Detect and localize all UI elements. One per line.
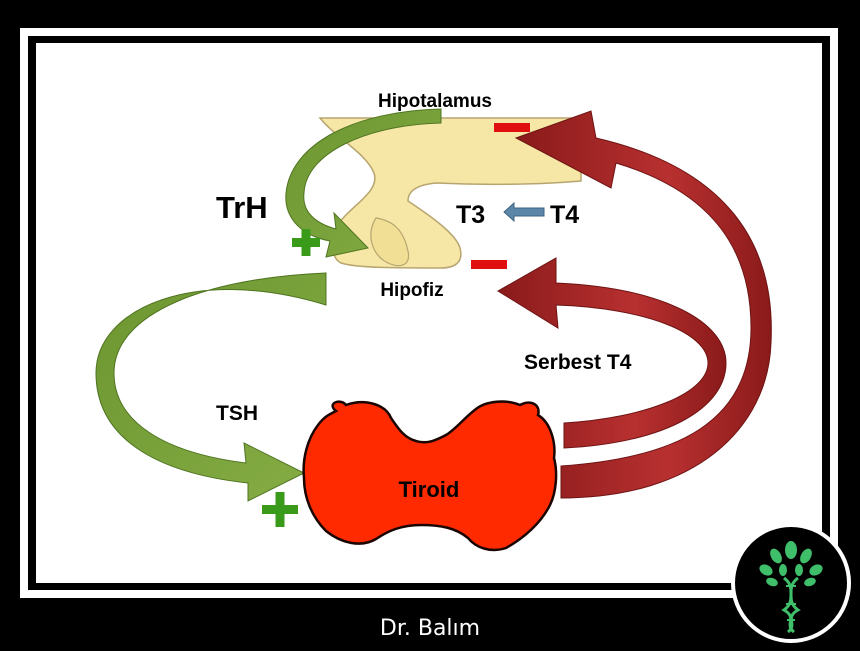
t4-label: T4 [550, 201, 579, 229]
thyroid-gland-shape [302, 400, 558, 552]
thyroid-label: Tiroid [399, 477, 460, 502]
t4-to-t3-arrow [503, 201, 545, 223]
hypothalamus-label: Hipotalamus [378, 91, 492, 112]
thyroid-axis-diagram: Hipotalamus Hipofiz TrH T3 T4 TSH Serbes… [95, 91, 772, 552]
minus-sign-hypothalamus [494, 123, 530, 132]
t3-label: T3 [456, 201, 485, 229]
author-footer: Dr. Balım [379, 616, 481, 641]
red-feedback-arrow-pituitary [497, 257, 727, 449]
minus-sign-pituitary [471, 260, 507, 269]
pituitary-label: Hipofiz [380, 280, 443, 301]
tsh-label: TSH [216, 402, 258, 425]
plus-sign-trh [292, 229, 320, 256]
dna-tree-icon [728, 520, 854, 646]
plus-sign-tsh [262, 492, 298, 527]
green-trh-arrow [285, 108, 442, 258]
free-t4-label: Serbest T4 [524, 351, 632, 374]
trh-label: TrH [216, 190, 268, 225]
pituitary-lobe-shape [370, 217, 410, 267]
diagram-canvas: Hipotalamus Hipofiz TrH T3 T4 TSH Serbes… [36, 43, 822, 583]
red-feedback-arrow-hypothalamus [514, 110, 772, 499]
green-tsh-arrow [95, 272, 327, 502]
